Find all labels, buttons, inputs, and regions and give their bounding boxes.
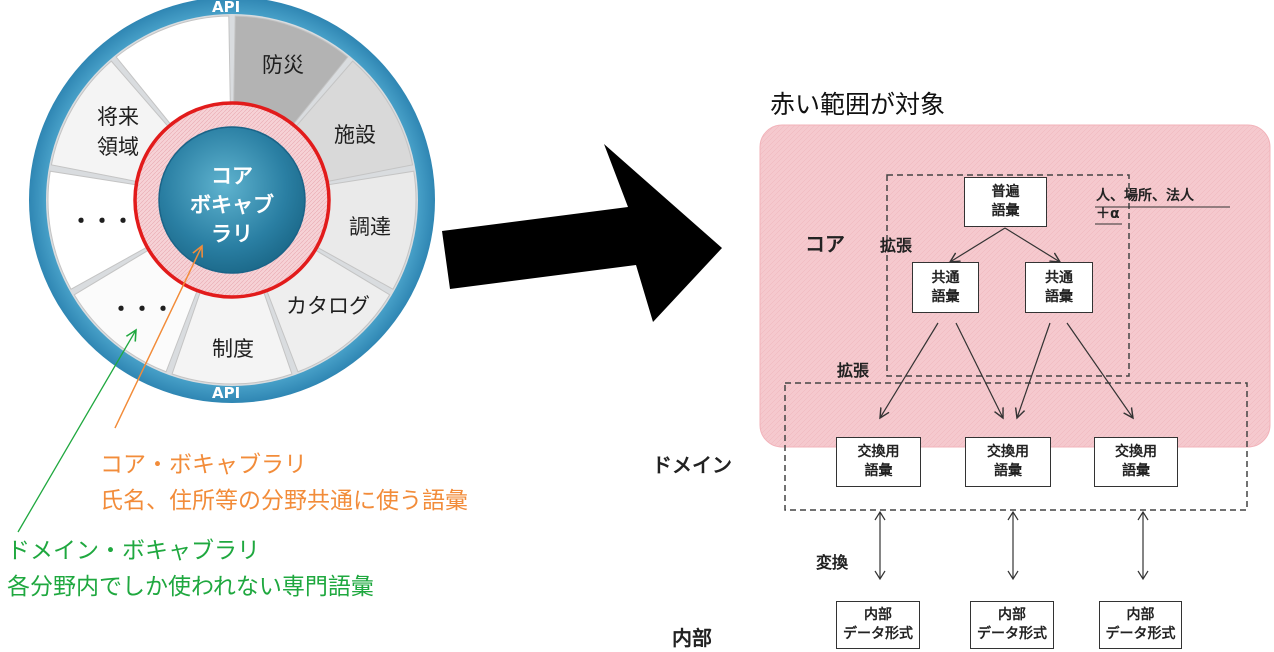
core-vocab-desc: 氏名、住所等の分野共通に使う語彙 bbox=[100, 488, 468, 514]
exchange-vocab-box-1: 交換用語彙 bbox=[836, 437, 921, 487]
extend-arrow-3 bbox=[1017, 322, 1051, 418]
sector-shorai-line1: 将来 bbox=[97, 105, 139, 129]
core-red-circle bbox=[133, 101, 331, 299]
core-callout-arrow bbox=[114, 246, 202, 429]
internal-format-3-line2: データ形式 bbox=[1105, 626, 1176, 642]
sector-shisetsu: 施設 bbox=[334, 123, 376, 147]
extend-arrow-right bbox=[1004, 227, 1060, 262]
core-label-line3: ラリ bbox=[211, 222, 253, 246]
common-vocab-box-right: 共通語彙 bbox=[1025, 262, 1093, 313]
sector-chotatsu: 調達 bbox=[349, 215, 391, 239]
common-vocab-right-line1: 共通 bbox=[1045, 269, 1073, 286]
common-vocab-left-line2: 語彙 bbox=[931, 288, 960, 305]
core-vocabulary-circle bbox=[158, 126, 306, 274]
internal-format-2-line2: データ形式 bbox=[977, 626, 1047, 642]
extend-arrow-2 bbox=[955, 322, 1003, 418]
sector-shorai: 将来 領域 bbox=[88, 102, 148, 162]
domain-vocab-title: ドメイン・ボキャブラリ bbox=[7, 538, 260, 564]
extend-label-lower: 拡張 bbox=[837, 361, 870, 380]
internal-format-1-line1: 内部 bbox=[864, 607, 892, 623]
core-label-line2: ボキャブ bbox=[190, 193, 274, 217]
sector-catalog: カタログ bbox=[286, 294, 370, 318]
extend-arrow-4 bbox=[1066, 322, 1133, 418]
big-right-arrow bbox=[442, 144, 722, 322]
exchange-vocab-1-line1: 交換用 bbox=[857, 444, 900, 460]
exchange-vocab-box-2: 交換用語彙 bbox=[965, 437, 1051, 487]
target-range-highlight bbox=[759, 124, 1271, 448]
exchange-vocab-3-line1: 交換用 bbox=[1115, 444, 1157, 460]
row-label-domain: ドメイン bbox=[652, 453, 732, 477]
common-vocab-right-line2: 語彙 bbox=[1045, 288, 1073, 305]
core-scope-note-line2: ＋α bbox=[1096, 206, 1120, 222]
universal-vocab-box: 普遍語彙 bbox=[964, 177, 1047, 227]
internal-format-box-3: 内部データ形式 bbox=[1099, 601, 1182, 649]
domain-dashed-frame bbox=[784, 382, 1248, 511]
row-label-internal: 内部 bbox=[672, 626, 712, 650]
row-label-core: コア bbox=[805, 232, 845, 256]
core-scope-note-line1: 人、場所、法人 bbox=[1096, 188, 1194, 204]
api-label-top: API bbox=[212, 0, 241, 16]
domain-vocab-desc: 各分野内でしか使われない専門語彙 bbox=[7, 574, 374, 600]
sector-bousai: 防災 bbox=[262, 53, 304, 77]
exchange-vocab-2-line1: 交換用 bbox=[987, 444, 1029, 460]
core-label-line1: コア bbox=[211, 164, 253, 188]
target-caption: 赤い範囲が対象 bbox=[770, 90, 946, 119]
sector-dots-lower: ・・・ bbox=[110, 297, 174, 321]
common-vocab-left-line1: 共通 bbox=[931, 269, 960, 286]
exchange-vocab-3-line2: 語彙 bbox=[1122, 463, 1150, 479]
internal-format-3-line1: 内部 bbox=[1126, 607, 1155, 623]
exchange-vocab-1-line2: 語彙 bbox=[864, 463, 893, 479]
exchange-vocab-2-line2: 語彙 bbox=[994, 463, 1022, 479]
convert-label: 変換 bbox=[816, 553, 849, 572]
internal-format-box-2: 内部データ形式 bbox=[970, 601, 1054, 649]
sector-shorai-line2: 領域 bbox=[97, 135, 139, 159]
extend-arrow-left bbox=[950, 227, 1006, 262]
core-label: コア ボキャブ ラリ bbox=[172, 162, 292, 249]
api-label-bottom: API bbox=[212, 384, 241, 402]
internal-format-2-line1: 内部 bbox=[998, 607, 1026, 623]
domain-callout-arrow bbox=[17, 330, 136, 533]
exchange-vocab-box-3: 交換用語彙 bbox=[1094, 437, 1178, 487]
universal-vocab-line2: 語彙 bbox=[991, 203, 1020, 219]
internal-format-1-line2: データ形式 bbox=[843, 626, 913, 642]
core-vocab-title: コア・ボキャブラリ bbox=[100, 452, 307, 478]
sector-dots-upper: ・・・ bbox=[70, 209, 134, 233]
extend-arrow-1 bbox=[880, 322, 939, 418]
convert-arrows bbox=[874, 510, 1149, 581]
internal-format-box-1: 内部データ形式 bbox=[836, 601, 920, 649]
core-scope-note: 人、場所、法人 ＋α bbox=[1096, 187, 1194, 223]
extend-label-upper: 拡張 bbox=[880, 236, 913, 255]
sector-seido: 制度 bbox=[212, 337, 254, 361]
universal-vocab-line1: 普遍 bbox=[991, 184, 1020, 200]
core-dashed-frame bbox=[886, 174, 1130, 377]
common-vocab-box-left: 共通語彙 bbox=[912, 262, 979, 313]
